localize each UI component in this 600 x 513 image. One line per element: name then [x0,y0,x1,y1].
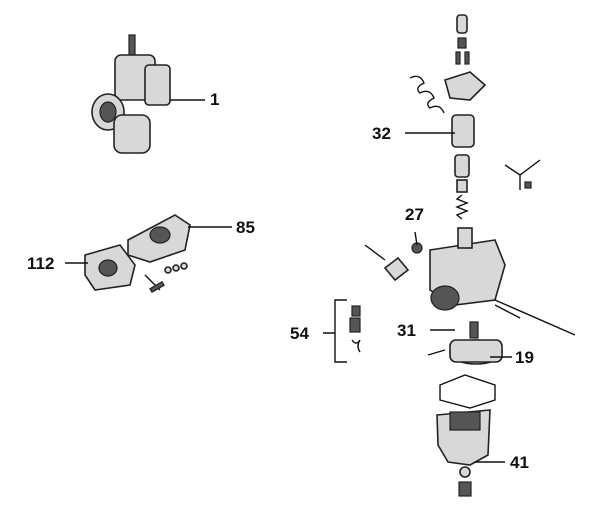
callout-1: 1 [210,90,220,109]
callout-85: 85 [236,218,255,237]
intake-flange [84,214,191,294]
bracket-54 [323,299,347,363]
callout-27: 27 [405,205,424,224]
callout-54: 54 [290,324,309,343]
callout-19: 19 [515,348,534,367]
leader-27 [414,231,418,246]
carburetor-assembly [91,34,171,154]
callout-41: 41 [510,453,529,472]
callout-112: 112 [27,254,55,273]
callout-31: 31 [397,321,416,340]
exploded-carburetor [349,14,576,497]
callout-32: 32 [372,124,391,143]
